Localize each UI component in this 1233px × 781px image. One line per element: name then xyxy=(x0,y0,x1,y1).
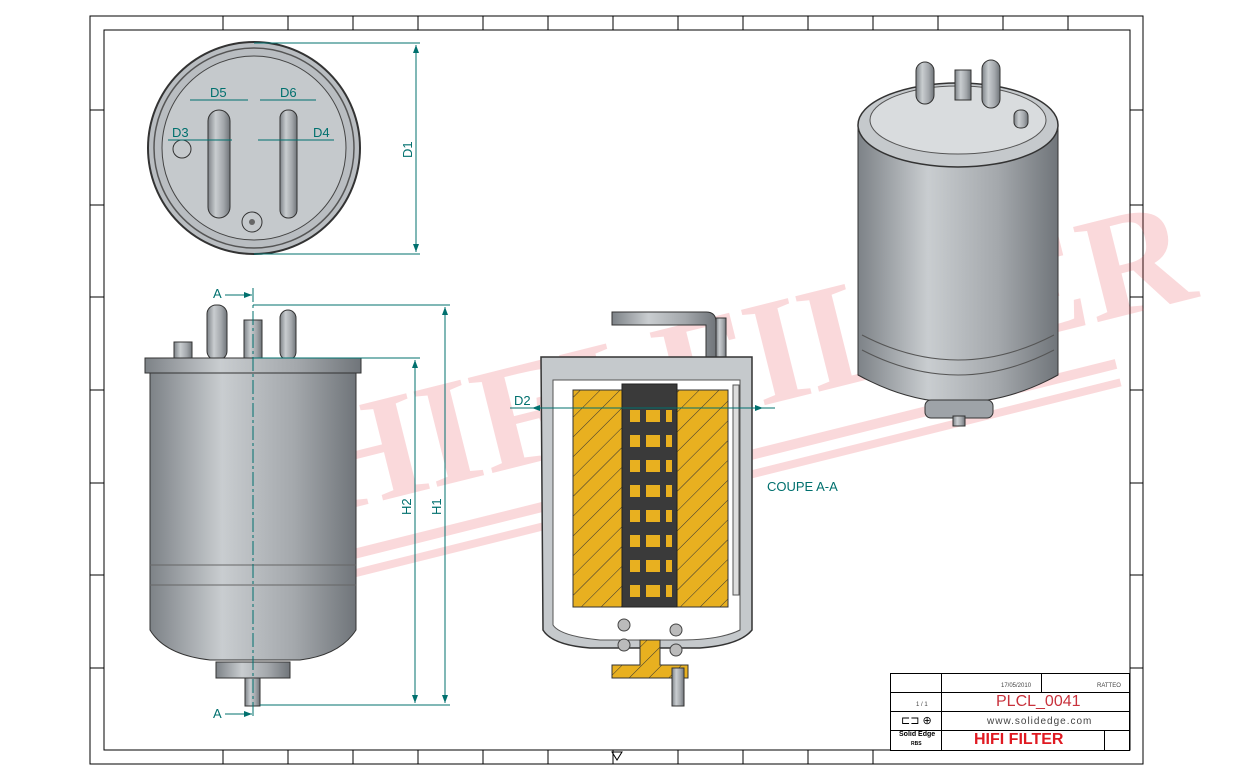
dim-d6: D6 xyxy=(280,85,297,100)
center-tube-windows xyxy=(630,410,672,597)
dim-d4: D4 xyxy=(313,125,330,140)
center-mark-icon xyxy=(611,751,623,761)
dim-h2: H2 xyxy=(399,498,414,515)
scale-value: 1 / 1 xyxy=(916,702,928,708)
date-value: 17/05/2010 xyxy=(1001,683,1032,689)
front-view: A A H1 H2 xyxy=(144,286,450,721)
part-number: PLCL_0041 xyxy=(996,693,1081,710)
section-view: D2 COUPE A-A xyxy=(510,311,838,707)
author-value: RATTEO xyxy=(1097,683,1121,689)
section-marker-bottom: A xyxy=(213,706,222,721)
dim-d2: D2 xyxy=(514,393,531,408)
company-name: HIFI FILTER xyxy=(974,731,1064,748)
dim-d5: D5 xyxy=(210,85,227,100)
section-marker-top: A xyxy=(213,286,222,301)
projection-symbol-icon: ⊏⊐ ⊕ xyxy=(901,715,932,727)
software-sub: RBS xyxy=(911,741,922,747)
dim-h1: H1 xyxy=(429,498,444,515)
isometric-view xyxy=(857,59,1059,427)
website: www.solidedge.com xyxy=(987,716,1093,727)
software-name: Solid Edge xyxy=(899,731,936,738)
dim-d3: D3 xyxy=(172,125,189,140)
section-label: COUPE A-A xyxy=(767,479,838,494)
title-block: 17/05/2010 RATTEO 1 / 1 PLCL_0041 ⊏⊐ ⊕ w… xyxy=(890,673,1130,751)
top-view: D5 D6 D3 D4 D1 xyxy=(147,41,420,255)
dim-d1: D1 xyxy=(400,141,415,158)
